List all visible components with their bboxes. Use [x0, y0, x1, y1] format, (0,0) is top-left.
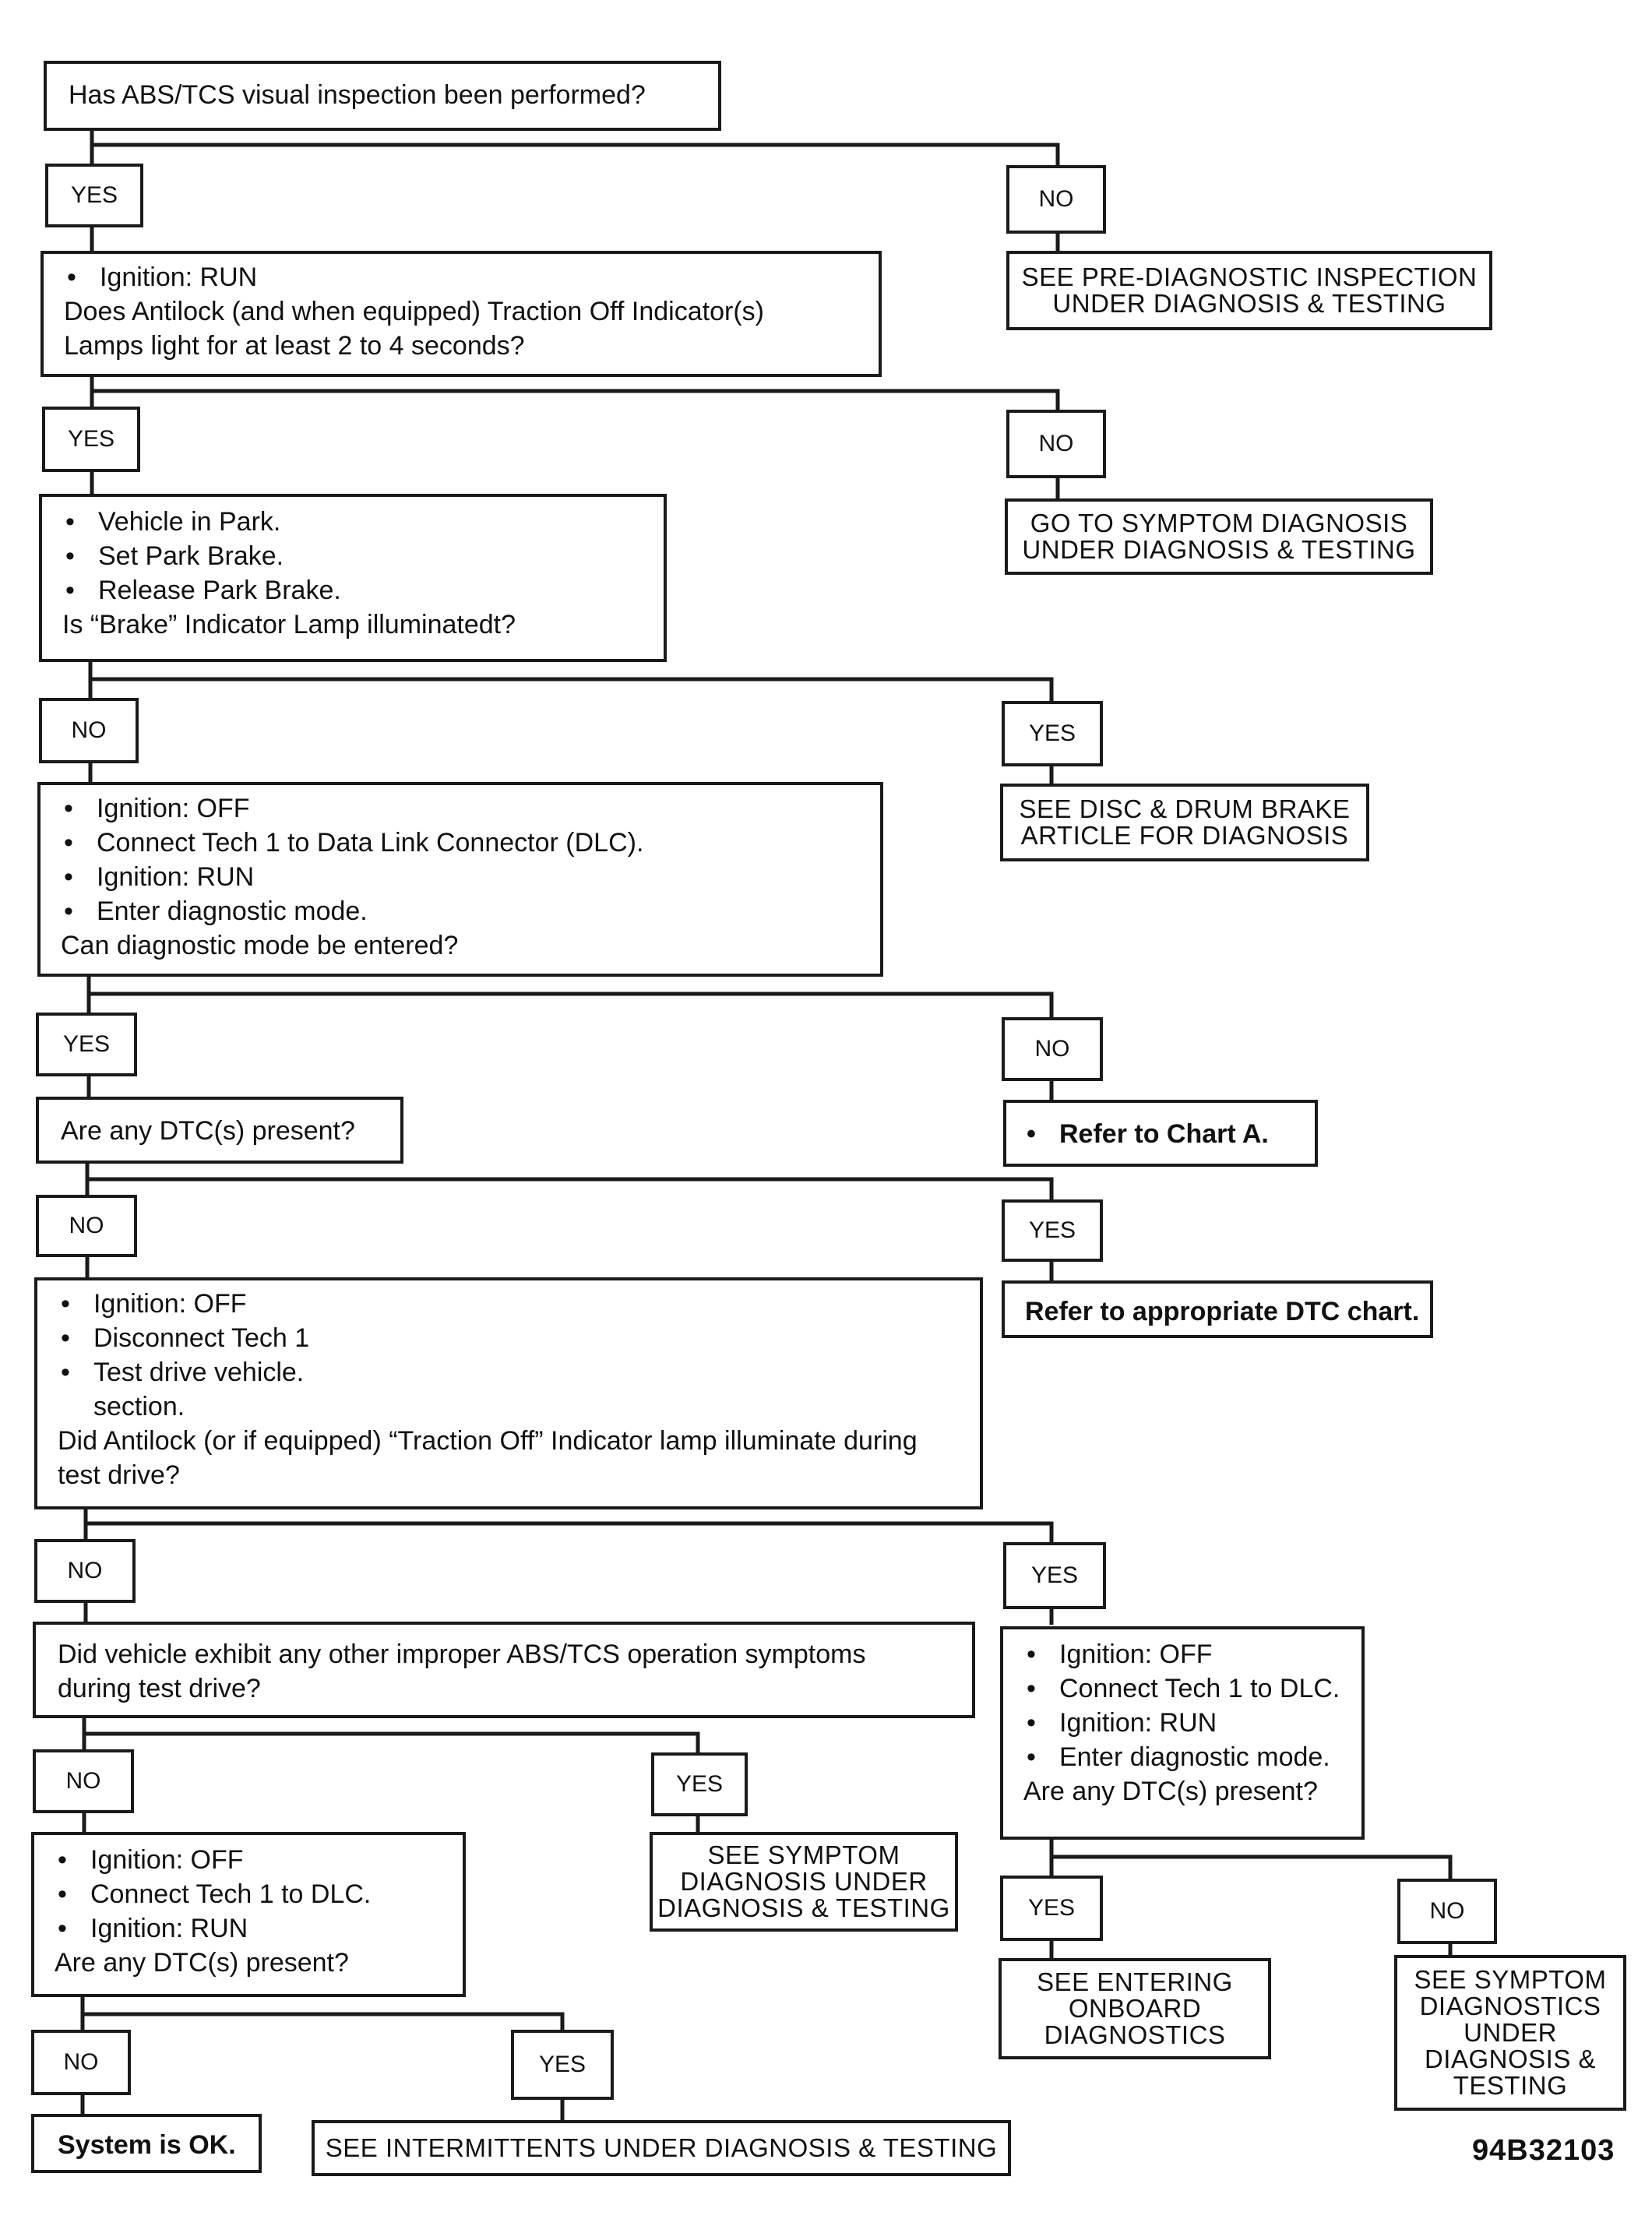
- step-item: Connect Tech 1 to Data Link Connector (D…: [61, 826, 865, 860]
- result-dtc-chart: Refer to appropriate DTC chart.: [1002, 1280, 1433, 1338]
- step-item: Disconnect Tech 1: [58, 1321, 964, 1355]
- label-no-2: NO: [1006, 410, 1106, 478]
- step-item: Ignition: RUN: [64, 260, 863, 294]
- result-system-ok: System is OK.: [31, 2114, 262, 2173]
- label-no-3: NO: [39, 698, 139, 763]
- step-item: Enter diagnostic mode.: [1023, 1740, 1346, 1774]
- step-item: Connect Tech 1 to DLC.: [55, 1877, 447, 1911]
- label-yes-5: YES: [1002, 1199, 1103, 1262]
- label-yes-6: YES: [1003, 1542, 1106, 1609]
- label-no-4: NO: [1002, 1017, 1103, 1081]
- label-yes-8: YES: [511, 2030, 614, 2100]
- result-intermittents: SEE INTERMITTENTS UNDER DIAGNOSIS & TEST…: [312, 2120, 1011, 2176]
- result-chart-a: Refer to Chart A.: [1003, 1100, 1318, 1167]
- step-list: Ignition: OFF Connect Tech 1 to DLC. Ign…: [55, 1843, 447, 1946]
- label-no-9: NO: [1397, 1879, 1497, 1944]
- step-continuation: section.: [93, 1392, 185, 1421]
- step-item: Enter diagnostic mode.: [61, 894, 865, 928]
- label-no-1: NO: [1006, 165, 1106, 234]
- step-item: Refer to Chart A.: [1023, 1117, 1315, 1151]
- step-item: Connect Tech 1 to DLC.: [1023, 1671, 1346, 1706]
- question-text: Can diagnostic mode be entered?: [61, 931, 459, 960]
- step-item: Ignition: OFF: [1023, 1637, 1346, 1671]
- label-no-7: NO: [33, 1749, 134, 1813]
- label-no-6: NO: [34, 1539, 136, 1603]
- step-list: Refer to Chart A.: [1023, 1117, 1315, 1151]
- label-yes-3: YES: [1002, 701, 1103, 766]
- question-dtc-present: Are any DTC(s) present?: [36, 1097, 403, 1164]
- figure-number: 94B32103: [1472, 2134, 1615, 2167]
- question-dtc-present-2: Ignition: OFF Connect Tech 1 to DLC. Ign…: [31, 1832, 466, 1997]
- question-text: Does Antilock (and when equipped) Tracti…: [64, 297, 764, 326]
- label-no-8: NO: [31, 2030, 131, 2095]
- label-yes-7: YES: [651, 1752, 748, 1816]
- step-list: Vehicle in Park. Set Park Brake. Release…: [62, 505, 648, 608]
- question-text: Did vehicle exhibit any other improper A…: [58, 1640, 866, 1669]
- step-item: Vehicle in Park.: [62, 505, 648, 539]
- question-test-drive: Ignition: OFF Disconnect Tech 1 Test dri…: [34, 1277, 983, 1509]
- step-list: Ignition: OFF Connect Tech 1 to DLC. Ign…: [1023, 1637, 1346, 1774]
- question-text: during test drive?: [58, 1674, 261, 1703]
- step-item: Ignition: RUN: [1023, 1706, 1346, 1740]
- question-text: Are any DTC(s) present?: [55, 1948, 349, 1978]
- step-list: Ignition: OFF Disconnect Tech 1 Test dri…: [58, 1287, 964, 1390]
- question-text: Lamps light for at least 2 to 4 seconds?: [64, 331, 525, 361]
- step-item: Ignition: RUN: [61, 860, 865, 894]
- label-yes-2: YES: [42, 407, 140, 472]
- question-text: Did Antilock (or if equipped) “Traction …: [58, 1426, 918, 1456]
- step-item: Ignition: OFF: [61, 791, 865, 826]
- step-item: Ignition: RUN: [55, 1911, 447, 1946]
- result-text: System is OK.: [58, 2130, 236, 2160]
- question-text: Is “Brake” Indicator Lamp illuminatedt?: [62, 610, 516, 639]
- question-indicator-lamps: Ignition: RUN Does Antilock (and when eq…: [41, 251, 882, 377]
- label-yes-4: YES: [36, 1013, 137, 1076]
- question-other-symptoms: Did vehicle exhibit any other improper A…: [33, 1622, 975, 1718]
- step-list: Ignition: OFF Connect Tech 1 to Data Lin…: [61, 791, 865, 928]
- step-item: Release Park Brake.: [62, 573, 648, 608]
- step-item: Test drive vehicle.: [58, 1355, 964, 1390]
- question-brake-lamp: Vehicle in Park. Set Park Brake. Release…: [39, 494, 667, 662]
- question-diagnostic-mode: Ignition: OFF Connect Tech 1 to Data Lin…: [37, 782, 883, 977]
- question-visual-inspection: Has ABS/TCS visual inspection been perfo…: [44, 61, 721, 131]
- step-list: Ignition: RUN: [64, 260, 863, 294]
- step-item: Ignition: OFF: [58, 1287, 964, 1321]
- question-text: test drive?: [58, 1460, 180, 1490]
- label-no-5: NO: [36, 1195, 137, 1257]
- step-item: Ignition: OFF: [55, 1843, 447, 1877]
- step-item: Set Park Brake.: [62, 539, 648, 573]
- question-dtc-present-3: Ignition: OFF Connect Tech 1 to DLC. Ign…: [1000, 1626, 1365, 1840]
- label-yes-1: YES: [45, 164, 143, 227]
- question-text: Has ABS/TCS visual inspection been perfo…: [69, 80, 646, 110]
- result-text: Refer to appropriate DTC chart.: [1025, 1297, 1420, 1326]
- question-text: Are any DTC(s) present?: [61, 1116, 355, 1146]
- label-yes-9: YES: [1000, 1876, 1103, 1941]
- question-text: Are any DTC(s) present?: [1023, 1777, 1318, 1806]
